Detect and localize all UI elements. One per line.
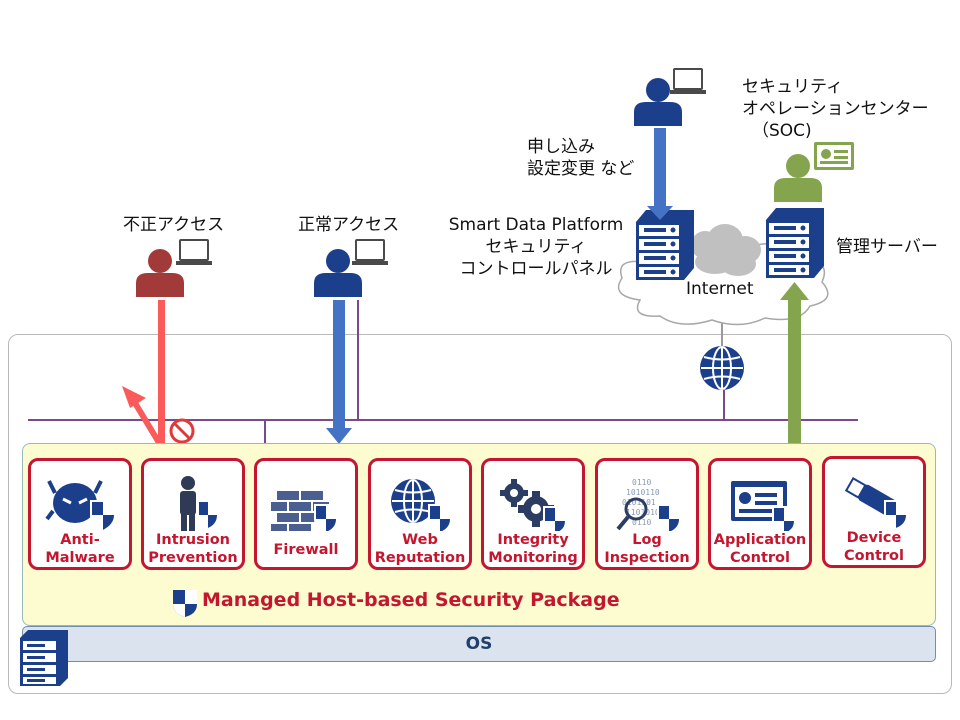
module-label-line1: Firewall — [273, 542, 339, 558]
package-title-text: Managed Host-based Security Package — [202, 589, 620, 611]
module-label-line1: Device — [846, 530, 902, 546]
normal-access-label: 正常アクセス — [298, 215, 400, 235]
soc-label-line1: セキュリティ — [742, 77, 843, 97]
module-anti-malware[interactable]: Anti- Malware — [28, 458, 132, 570]
module-firewall[interactable]: Firewall — [254, 458, 358, 570]
globe-icon — [391, 479, 452, 531]
platform-label-line1: Smart Data Platform — [448, 215, 624, 235]
normal-access-arrow — [326, 300, 352, 444]
os-bar: OS — [22, 626, 936, 662]
soc-label-line2: オペレーションセンター — [742, 99, 929, 119]
gears-icon — [500, 479, 567, 531]
platform-label-line3: コントロールパネル — [459, 259, 613, 279]
cloud-gray-puffs — [691, 224, 761, 276]
blocked-icon — [169, 418, 195, 444]
laptop-icon — [175, 239, 213, 266]
module-label-line2: Control — [730, 550, 790, 566]
app-window-icon — [731, 481, 796, 531]
module-label-line1: Integrity — [497, 532, 569, 548]
module-integrity-monitoring[interactable]: Integrity Monitoring — [481, 458, 585, 570]
svg-text:0110: 0110 — [632, 478, 651, 487]
malware-bug-icon — [45, 480, 116, 531]
module-label-line1: Log — [632, 532, 662, 548]
module-label-line1: Intrusion — [155, 532, 230, 548]
module-label-line2: Prevention — [148, 550, 238, 566]
shield-icon — [173, 590, 197, 617]
svg-text:0110: 0110 — [632, 518, 651, 527]
module-application-control[interactable]: Application Control — [708, 458, 812, 570]
control-panel-server-icon — [636, 210, 694, 280]
unauthorized-access-arrow — [122, 300, 165, 448]
module-label-line2: Inspection — [604, 550, 690, 566]
soc-label-line3: （SOC) — [752, 121, 812, 141]
management-arrow — [780, 282, 809, 444]
module-label-line1: Application — [713, 532, 807, 548]
module-label-line1: Web — [402, 532, 438, 548]
normal-user-icon — [314, 249, 362, 297]
unauthorized-user-icon — [136, 249, 184, 297]
laptop-icon — [669, 68, 707, 95]
laptop-icon — [351, 239, 389, 266]
internet-label: Internet — [686, 279, 754, 299]
module-label-line2: Monitoring — [488, 550, 578, 566]
module-label-line1: Anti- — [60, 532, 100, 548]
module-label-line2: Control — [844, 548, 904, 564]
application-arrow — [647, 128, 673, 220]
svg-text:0101101: 0101101 — [622, 498, 656, 507]
management-server-icon — [766, 208, 824, 278]
host-server-icon — [20, 630, 68, 686]
brick-wall-icon — [271, 491, 338, 531]
platform-label-line2: セキュリティ — [485, 237, 587, 257]
module-label-line2: Reputation — [374, 550, 466, 566]
svg-text:1101010: 1101010 — [626, 508, 660, 517]
intruder-icon — [180, 476, 219, 531]
application-label-line1: 申し込み — [527, 137, 595, 157]
svg-text:1010110: 1010110 — [626, 488, 660, 497]
package-title: Managed Host-based Security Package — [172, 588, 620, 623]
module-device-control[interactable]: Device Control — [822, 456, 926, 568]
module-web-reputation[interactable]: Web Reputation — [368, 458, 472, 570]
application-label-line2: 設定変更 など — [527, 159, 635, 179]
network-bus — [28, 300, 858, 443]
management-server-label: 管理サーバー — [836, 237, 938, 257]
unauthorized-access-label: 不正アクセス — [123, 215, 225, 235]
id-card-icon — [814, 142, 854, 170]
usb-drive-icon — [844, 476, 908, 529]
module-label-line2: Malware — [45, 550, 115, 566]
module-intrusion-prevention[interactable]: Intrusion Prevention — [141, 458, 245, 570]
globe-icon — [700, 346, 744, 390]
